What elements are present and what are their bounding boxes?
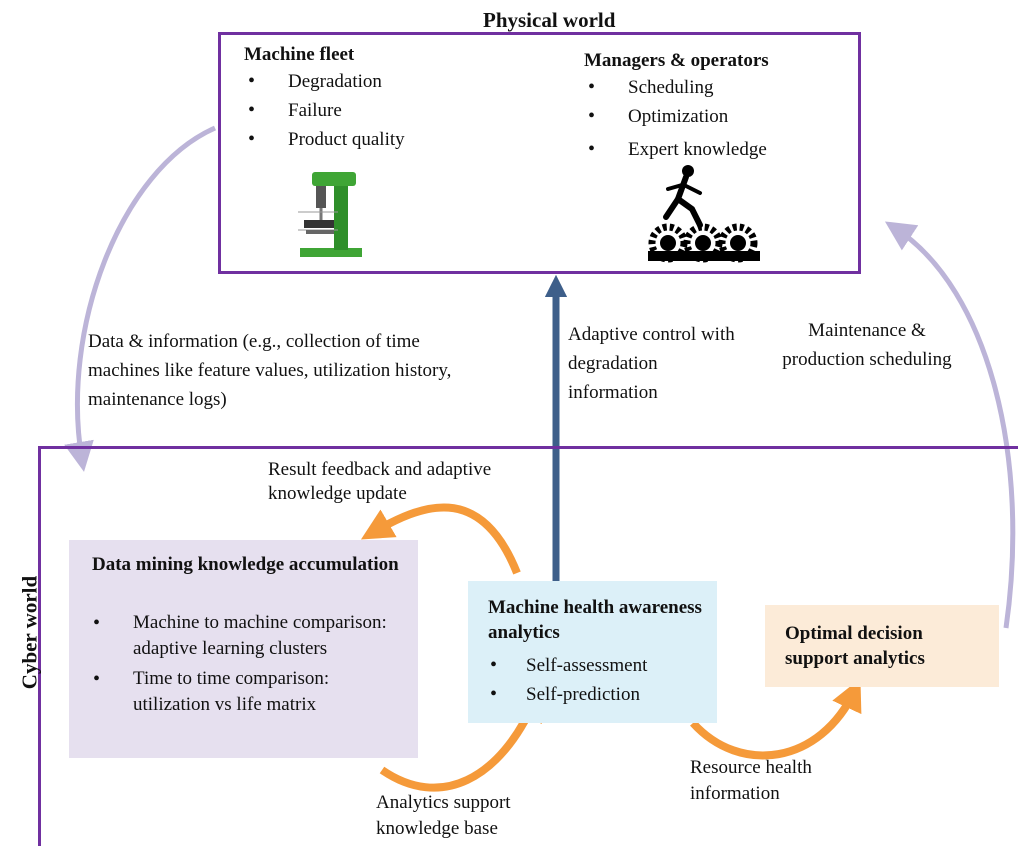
analytics-support-label: Analytics support knowledge base (376, 792, 511, 839)
physical-world-frame (218, 32, 861, 274)
analytics-support-arrow (379, 688, 542, 792)
data-mining-heading: Data mining knowledge accumulation (92, 554, 399, 575)
resource-health-label: Resource health information (690, 757, 812, 804)
list-item: Machine to machine comparison: adaptive … (89, 610, 389, 662)
data-info-connector (64, 125, 217, 472)
cyber-world-title: Cyber world (17, 575, 42, 690)
data-mining-box: Data mining knowledge accumulation Machi… (69, 540, 418, 758)
result-feedback-arrow (360, 503, 521, 575)
runner-on-gears-icon (648, 165, 760, 263)
data-info-label: Data & information (e.g., collection of … (88, 331, 452, 410)
machine-fleet-heading: Machine fleet (244, 44, 355, 65)
adaptive-control-label: Adaptive control with degradation inform… (568, 324, 735, 403)
list-item: Failure (244, 96, 504, 125)
result-feedback-label: Result feedback and adaptive knowledge u… (268, 459, 492, 504)
list-item: Product quality (244, 125, 504, 154)
optimal-decision-box: Optimal decision support analytics (765, 605, 999, 687)
physical-world-title: Physical world (483, 8, 616, 32)
list-item: Degradation (244, 67, 504, 96)
maintenance-connector (884, 221, 1016, 629)
list-item: Expert knowledge (584, 135, 844, 164)
optimal-decision-heading: Optimal decision support analytics (785, 623, 925, 669)
machine-fleet-section: Machine fleet Degradation Failure Produc… (244, 42, 504, 154)
maintenance-label: Maintenance & production scheduling (782, 320, 952, 370)
cyber-world-frame (38, 446, 1018, 846)
data-mining-list: Machine to machine comparison: adaptive … (89, 610, 389, 718)
machine-health-box: Machine health awareness analytics Self-… (468, 581, 717, 723)
list-item: Self-prediction (486, 680, 716, 709)
machine-health-list: Self-assessment Self-prediction (486, 651, 716, 709)
drill-press-icon (298, 172, 362, 257)
managers-section: Managers & operators Scheduling Optimiza… (584, 48, 844, 164)
list-item: Optimization (584, 102, 844, 131)
managers-heading: Managers & operators (584, 50, 769, 71)
machine-fleet-list: Degradation Failure Product quality (244, 67, 504, 154)
machine-health-heading: Machine health awareness analytics (488, 597, 702, 643)
managers-list: Scheduling Optimization Expert knowledge (584, 73, 844, 164)
list-item: Scheduling (584, 73, 844, 102)
resource-health-arrow (690, 678, 862, 760)
list-item: Self-assessment (486, 651, 716, 680)
list-item: Time to time comparison: utilization vs … (89, 666, 389, 718)
